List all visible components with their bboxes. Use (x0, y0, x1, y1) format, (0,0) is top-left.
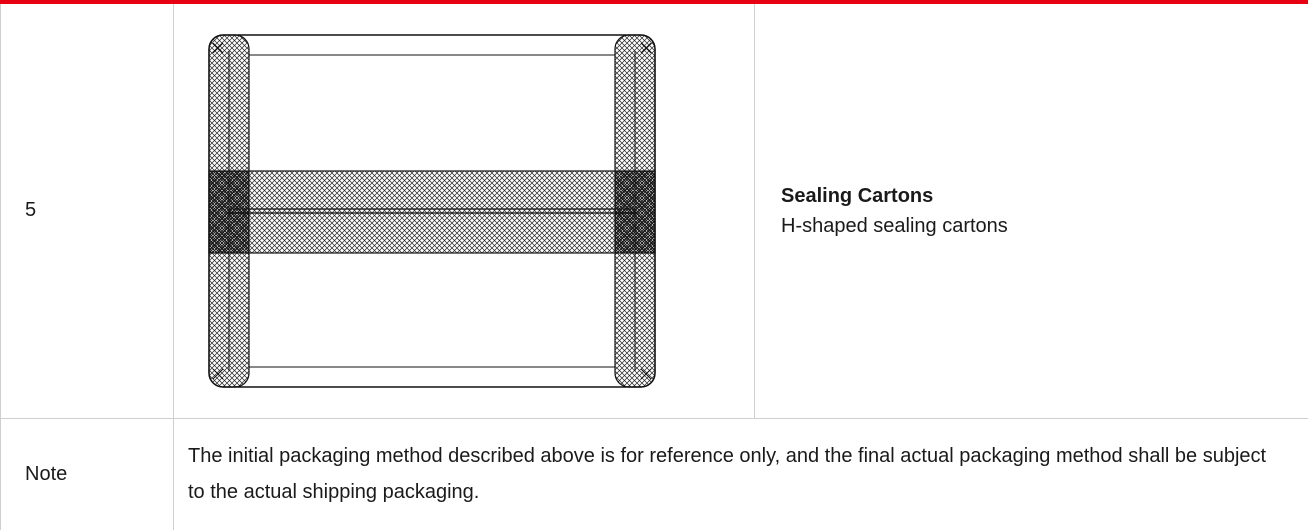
note-text: The initial packaging method described a… (188, 445, 1267, 504)
note-label-cell: Note (0, 417, 174, 530)
step-number-cell: 5 (0, 4, 174, 419)
step-description: H-shaped sealing cartons (781, 214, 1008, 237)
description-cell: Sealing Cartons H-shaped sealing cartons (754, 4, 1308, 419)
step-title: Sealing Cartons (781, 184, 934, 207)
table-row: 5 (0, 4, 1308, 419)
note-text-cell: The initial packaging method described a… (173, 417, 1308, 530)
table-row: Note The initial packaging method descri… (0, 417, 1308, 530)
note-label: Note (25, 462, 68, 485)
packaging-table: 5 (0, 4, 1308, 530)
top-accent-rule (0, 0, 1308, 4)
h-seal-carton-diagram (208, 34, 656, 388)
diagram-cell (173, 4, 755, 419)
step-number: 5 (25, 199, 37, 222)
